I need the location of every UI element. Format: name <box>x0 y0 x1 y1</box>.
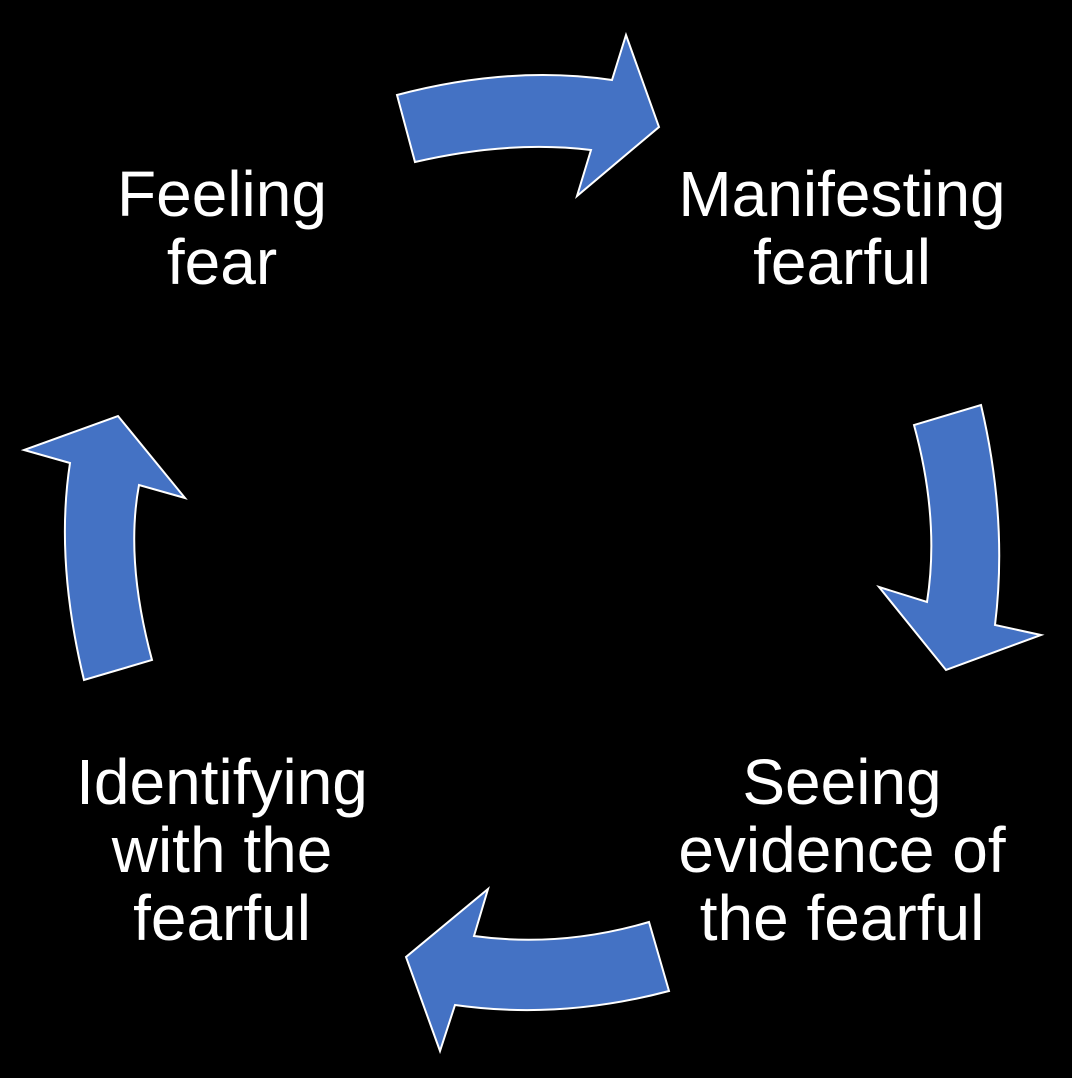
step-label-identifying: Identifying with the fearful <box>76 746 368 954</box>
arrow-bottom-left-icon <box>404 886 671 1055</box>
step-label-feeling-fear: Feeling fear <box>117 158 327 298</box>
arrow-right-down-icon <box>876 403 1045 672</box>
arrow-left-up-icon <box>20 414 188 682</box>
arrow-top-right-icon <box>395 31 661 199</box>
step-label-seeing-evidence: Seeing evidence of the fearful <box>678 746 1006 954</box>
step-label-manifesting-fearful: Manifesting fearful <box>678 158 1006 298</box>
